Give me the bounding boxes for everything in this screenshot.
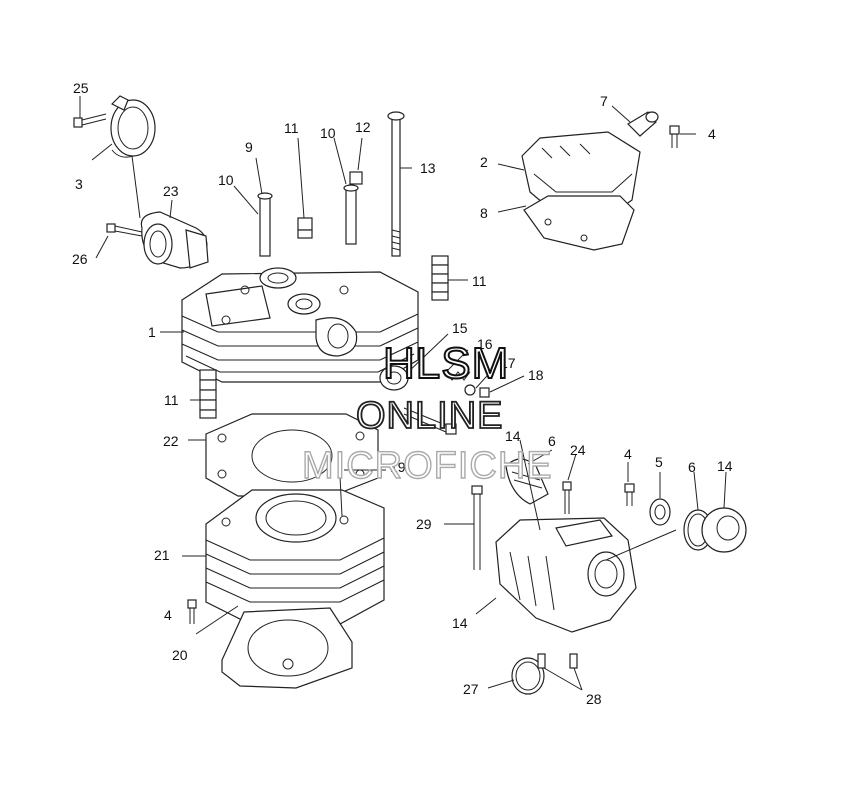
callout-11-top: 11 bbox=[284, 120, 299, 136]
bolt-4-left bbox=[187, 599, 197, 624]
valve-cover-gasket bbox=[523, 195, 635, 251]
shim-stack-upper bbox=[297, 217, 313, 239]
bolt-24 bbox=[562, 481, 572, 514]
callout-17: 17 bbox=[500, 355, 516, 371]
cam-housing bbox=[495, 517, 637, 633]
long-stud bbox=[387, 111, 405, 257]
breather-fitting-7 bbox=[627, 111, 659, 137]
washer-17 bbox=[464, 384, 476, 396]
callout-22: 22 bbox=[163, 433, 179, 449]
callout-14-mid: 14 bbox=[505, 428, 521, 444]
dowel-pins-28 bbox=[537, 653, 578, 669]
watermark: HLSM ONLINE MICROFICHE bbox=[301, 338, 553, 488]
callout-5: 5 bbox=[655, 454, 663, 470]
callout-2: 2 bbox=[480, 154, 488, 170]
leader-lines bbox=[79, 96, 727, 691]
head-gasket-ring bbox=[379, 365, 409, 391]
bolt-4-right bbox=[624, 483, 635, 506]
callout-11-left: 11 bbox=[164, 392, 179, 408]
cylinder-head bbox=[181, 267, 419, 383]
callout-16: 16 bbox=[477, 336, 493, 352]
callout-6-right: 6 bbox=[688, 459, 696, 475]
watermark-microfiche: MICROFICHE bbox=[302, 445, 553, 487]
cylinder-block bbox=[205, 489, 385, 625]
callout-27: 27 bbox=[463, 681, 479, 697]
callout-4-top: 4 bbox=[708, 126, 716, 142]
callout-23: 23 bbox=[163, 183, 179, 199]
watermark-online: ONLINE bbox=[356, 395, 503, 437]
callout-13: 13 bbox=[420, 160, 436, 176]
callout-4-left: 4 bbox=[164, 607, 172, 623]
callout-labels: 25 3 23 26 1 9 10 11 10 12 13 11 11 22 2… bbox=[72, 80, 733, 707]
callout-15: 15 bbox=[452, 320, 468, 336]
callout-19: 19 bbox=[390, 459, 406, 475]
cam-sprocket-cover-6 bbox=[505, 458, 549, 505]
callout-24: 24 bbox=[570, 442, 586, 458]
base-gasket bbox=[221, 607, 353, 689]
callout-20: 20 bbox=[172, 647, 188, 663]
callout-14-right: 14 bbox=[717, 458, 733, 474]
callout-7: 7 bbox=[600, 93, 608, 109]
shim-stack-left bbox=[199, 369, 217, 419]
valve-guide-right bbox=[343, 184, 359, 245]
manifold-bolt bbox=[106, 223, 143, 237]
callout-25: 25 bbox=[73, 80, 89, 96]
valve-guide-left bbox=[257, 192, 273, 257]
shim-stack-right bbox=[431, 255, 449, 301]
valve-cover bbox=[521, 131, 641, 215]
intake-clamp bbox=[110, 95, 156, 158]
watermark-hlsm: HLSM bbox=[383, 339, 509, 388]
callout-3: 3 bbox=[75, 176, 83, 192]
callout-26: 26 bbox=[72, 251, 88, 267]
callout-10-right: 10 bbox=[320, 125, 336, 141]
callout-21: 21 bbox=[154, 547, 170, 563]
callout-8: 8 bbox=[480, 205, 488, 221]
stud-29 bbox=[471, 485, 483, 570]
callout-29: 29 bbox=[416, 516, 432, 532]
clamp-bolt bbox=[73, 113, 107, 128]
bolt-18 bbox=[479, 387, 490, 398]
valve-seal-cap bbox=[349, 171, 363, 185]
plug-5 bbox=[649, 498, 671, 526]
intake-manifold bbox=[140, 211, 209, 269]
bolt-4-top bbox=[669, 125, 680, 148]
callout-18: 18 bbox=[528, 367, 544, 383]
cap-14 bbox=[701, 507, 747, 553]
head-gasket bbox=[205, 413, 379, 497]
callout-9: 9 bbox=[245, 139, 253, 155]
callout-14-bottom: 14 bbox=[452, 615, 468, 631]
end-cap-27 bbox=[511, 657, 545, 695]
spring-16 bbox=[445, 371, 471, 381]
callout-11-right: 11 bbox=[472, 273, 487, 289]
bolt-15 bbox=[403, 407, 457, 435]
callout-6-mid: 6 bbox=[548, 433, 556, 449]
callout-1: 1 bbox=[148, 324, 156, 340]
callout-12: 12 bbox=[355, 119, 371, 135]
callout-28: 28 bbox=[586, 691, 602, 707]
callout-10-left: 10 bbox=[218, 172, 234, 188]
callout-4-right: 4 bbox=[624, 446, 632, 462]
